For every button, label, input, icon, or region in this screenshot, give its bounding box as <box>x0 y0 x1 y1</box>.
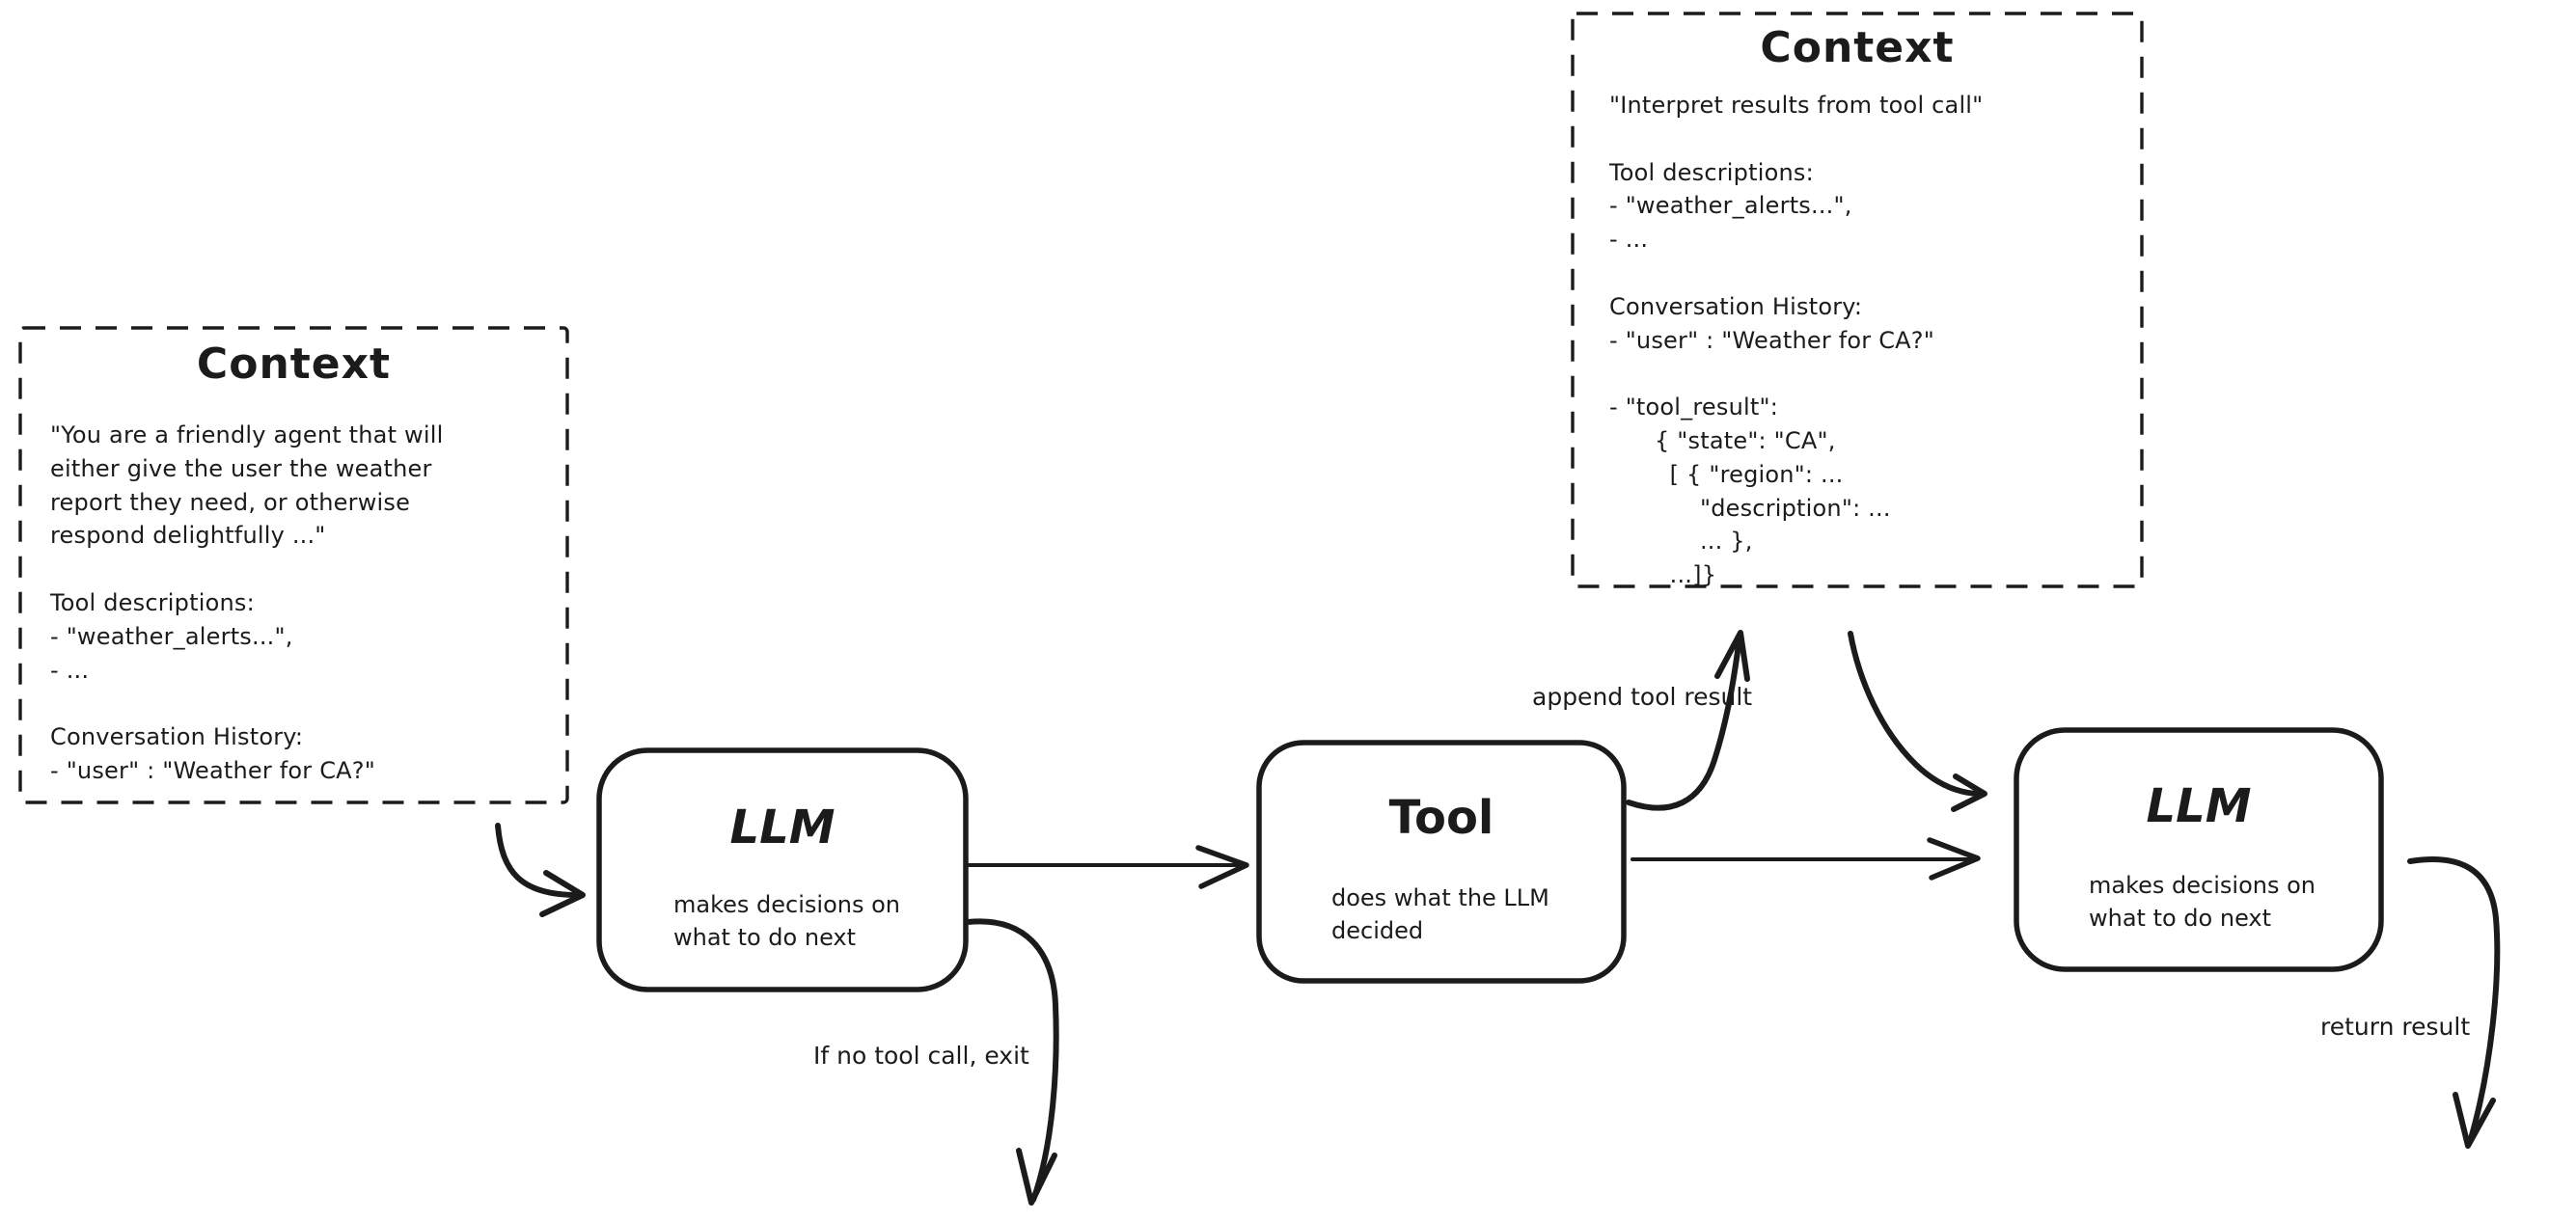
arrow-context-top-to-llm2 <box>1848 631 1987 812</box>
context-left-title: Context <box>196 339 392 389</box>
edge-label-no-tool-call-exit: If no tool call, exit <box>813 1042 1029 1070</box>
context-left-body: "You are a friendly agent that will eith… <box>50 421 444 784</box>
arrow-llm2-return <box>2407 855 2501 1149</box>
arrow-tool-to-context-top <box>1626 630 1750 811</box>
context-top-title: Context <box>1760 23 1955 72</box>
context-box-left-border <box>18 326 569 804</box>
tool-node-box <box>1256 740 1627 984</box>
llm-node-1-subtitle: makes decisions on what to do next <box>673 891 900 951</box>
arrow-tool-to-llm2 <box>1631 837 1981 881</box>
arrow-context-left-to-llm1 <box>495 823 586 917</box>
context-box-top-border <box>1571 12 2144 588</box>
llm-node-1-title: LLM <box>729 800 836 855</box>
llm-node-2-box <box>2014 727 2384 972</box>
edge-label-append-tool-result: append tool result <box>1532 683 1753 711</box>
arrow-llm1-to-tool <box>966 845 1249 889</box>
llm-node-1-box <box>596 747 969 992</box>
arrow-llm1-exit <box>965 918 1059 1206</box>
llm-node-2-title: LLM <box>2146 779 2252 833</box>
context-top-body: "Interpret results from tool call" Tool … <box>1609 92 1984 589</box>
tool-node-subtitle: does what the LLM decided <box>1331 884 1549 944</box>
tool-node-title: Tool <box>1388 791 1494 845</box>
llm-node-2-subtitle: makes decisions on what to do next <box>2089 872 2316 932</box>
edge-label-return-result: return result <box>2320 1013 2471 1041</box>
